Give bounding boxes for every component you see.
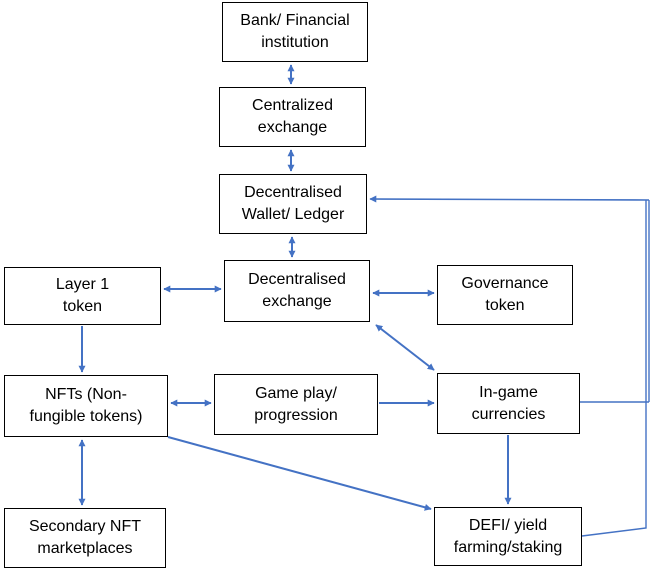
secondary-nft-marketplaces-box: Secondary NFT marketplaces <box>4 508 166 568</box>
layer1-token-box: Layer 1 token <box>4 267 161 325</box>
defi-yield-farming-staking-box: DEFI/ yield farming/staking <box>434 507 582 566</box>
governance-token-box: Governance token <box>437 265 573 325</box>
connector-defi-right <box>581 200 647 537</box>
arrow-feedback-wallet <box>369 195 650 203</box>
arrow-dex-ingame <box>375 324 435 371</box>
decentralised-wallet-ledger-box: Decentralised Wallet/ Ledger <box>219 174 367 234</box>
arrow-nfts-defi <box>167 436 432 511</box>
game-play-progression-box: Game play/ progression <box>214 374 378 435</box>
in-game-currencies-box: In-game currencies <box>437 373 580 434</box>
centralized-exchange-box: Centralized exchange <box>219 87 366 147</box>
decentralised-exchange-box: Decentralised exchange <box>224 260 370 322</box>
bank-financial-institution-box: Bank/ Financial institution <box>222 2 368 62</box>
nfts-box: NFTs (Non- fungible tokens) <box>4 375 168 437</box>
